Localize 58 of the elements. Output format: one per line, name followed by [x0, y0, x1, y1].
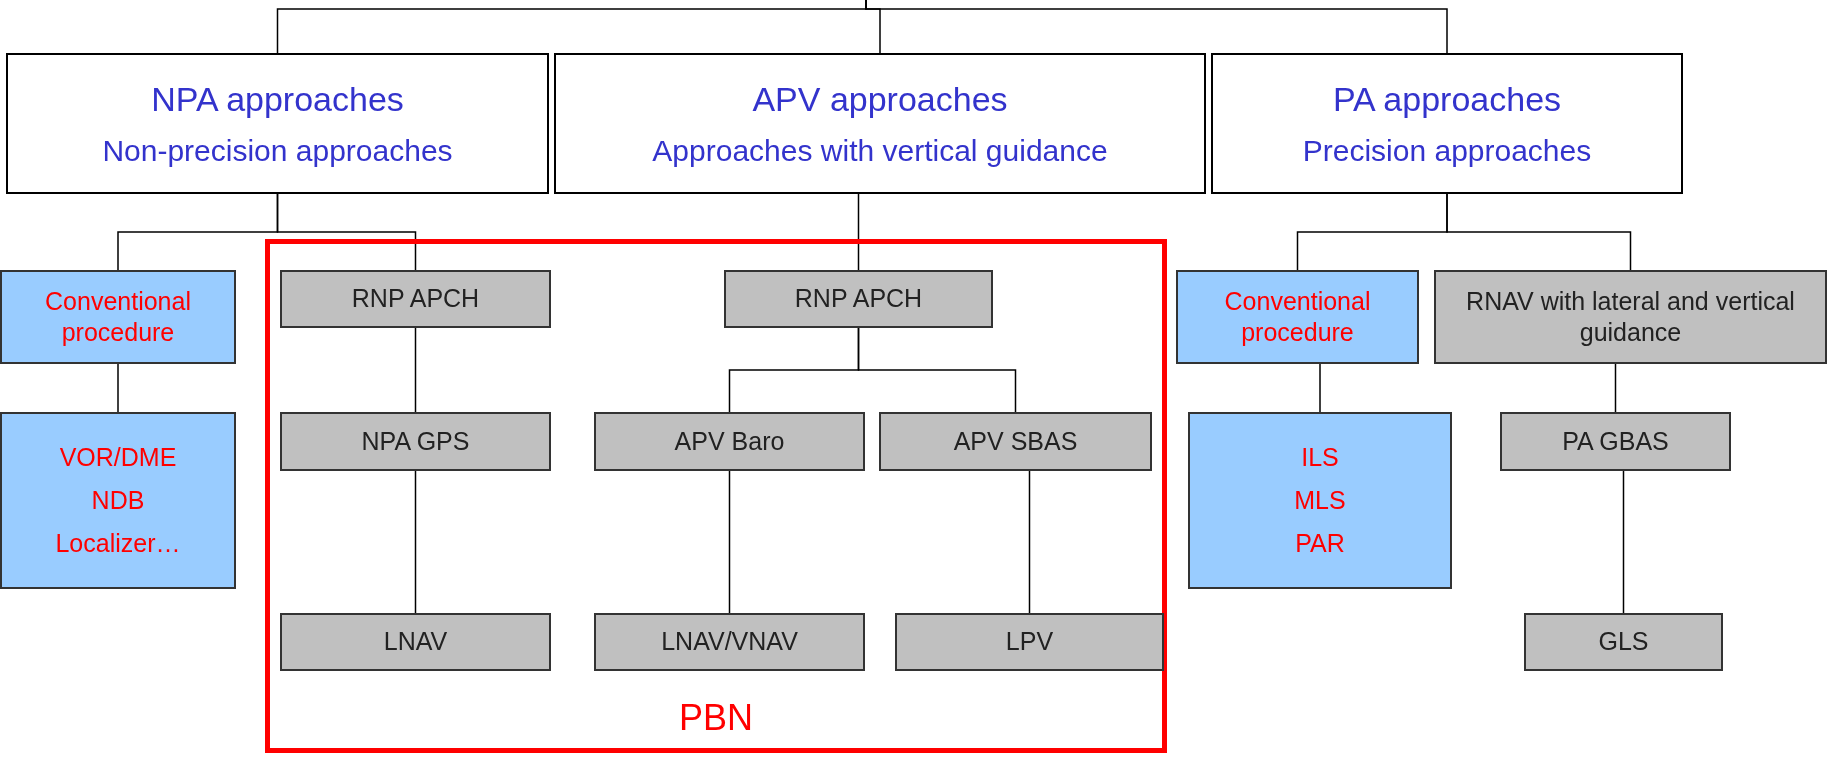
procedure-box	[1176, 270, 1419, 364]
node-label: PAR	[1295, 528, 1345, 560]
node-label: APV SBAS	[953, 425, 1078, 457]
connector-line	[117, 363, 119, 413]
connector-line	[865, 0, 1448, 54]
node-label: RNP APCH	[794, 283, 923, 315]
node-label: NDB	[91, 484, 145, 516]
procedure-box	[0, 270, 236, 364]
node-label: Localizer…	[55, 528, 181, 560]
node-label: RNP APCH	[351, 283, 480, 315]
procedure-box	[594, 412, 865, 471]
node-label: PA approaches	[1332, 78, 1562, 120]
procedure-box	[280, 412, 551, 471]
node-label: PBN	[679, 696, 753, 740]
node-label: APV approaches	[752, 78, 1008, 120]
category-box	[554, 53, 1206, 194]
category-box	[6, 53, 549, 194]
connector-line	[1614, 363, 1617, 413]
connector-line	[857, 327, 1017, 413]
connector-line	[1446, 193, 1632, 271]
procedure-box	[1434, 270, 1827, 364]
node-label: LNAV	[383, 626, 448, 658]
connector-line	[414, 327, 417, 413]
node-label: MLS	[1294, 484, 1346, 516]
connector-line	[1622, 470, 1625, 614]
node-label: PA GBAS	[1562, 425, 1669, 457]
group-frame	[265, 239, 1167, 753]
node-label: RNAV with lateral and vertical guidance	[1465, 285, 1796, 348]
node-label: LPV	[1005, 626, 1054, 658]
connector-line	[414, 470, 417, 614]
node-label: VOR/DME	[59, 441, 177, 473]
node-label: Conventional procedure	[1223, 285, 1372, 348]
procedure-box	[724, 270, 993, 328]
category-box	[1211, 53, 1683, 194]
procedure-box	[879, 412, 1152, 471]
node-label: ILS	[1301, 441, 1339, 473]
connector-line	[1028, 470, 1031, 614]
node-label: APV Baro	[674, 425, 785, 457]
procedure-box	[594, 613, 865, 671]
procedure-box	[1524, 613, 1723, 671]
node-label: Conventional procedure	[44, 285, 192, 348]
connector-line	[276, 193, 417, 271]
node-label: Non-precision approaches	[102, 133, 453, 169]
node-label: Approaches with vertical guidance	[652, 133, 1108, 169]
procedure-box	[280, 270, 551, 328]
connector-line	[728, 470, 731, 614]
procedure-box	[280, 613, 551, 671]
procedure-box	[1188, 412, 1452, 589]
procedure-box	[895, 613, 1164, 671]
node-label: NPA approaches	[151, 78, 404, 120]
connector-line	[857, 193, 860, 271]
node-label: LNAV/VNAV	[661, 626, 798, 658]
node-label: GLS	[1598, 626, 1649, 658]
procedure-box	[0, 412, 236, 589]
node-label: NPA GPS	[361, 425, 470, 457]
procedure-box	[1500, 412, 1731, 471]
node-label: Precision approaches	[1302, 133, 1592, 169]
connector-line	[1319, 363, 1321, 413]
